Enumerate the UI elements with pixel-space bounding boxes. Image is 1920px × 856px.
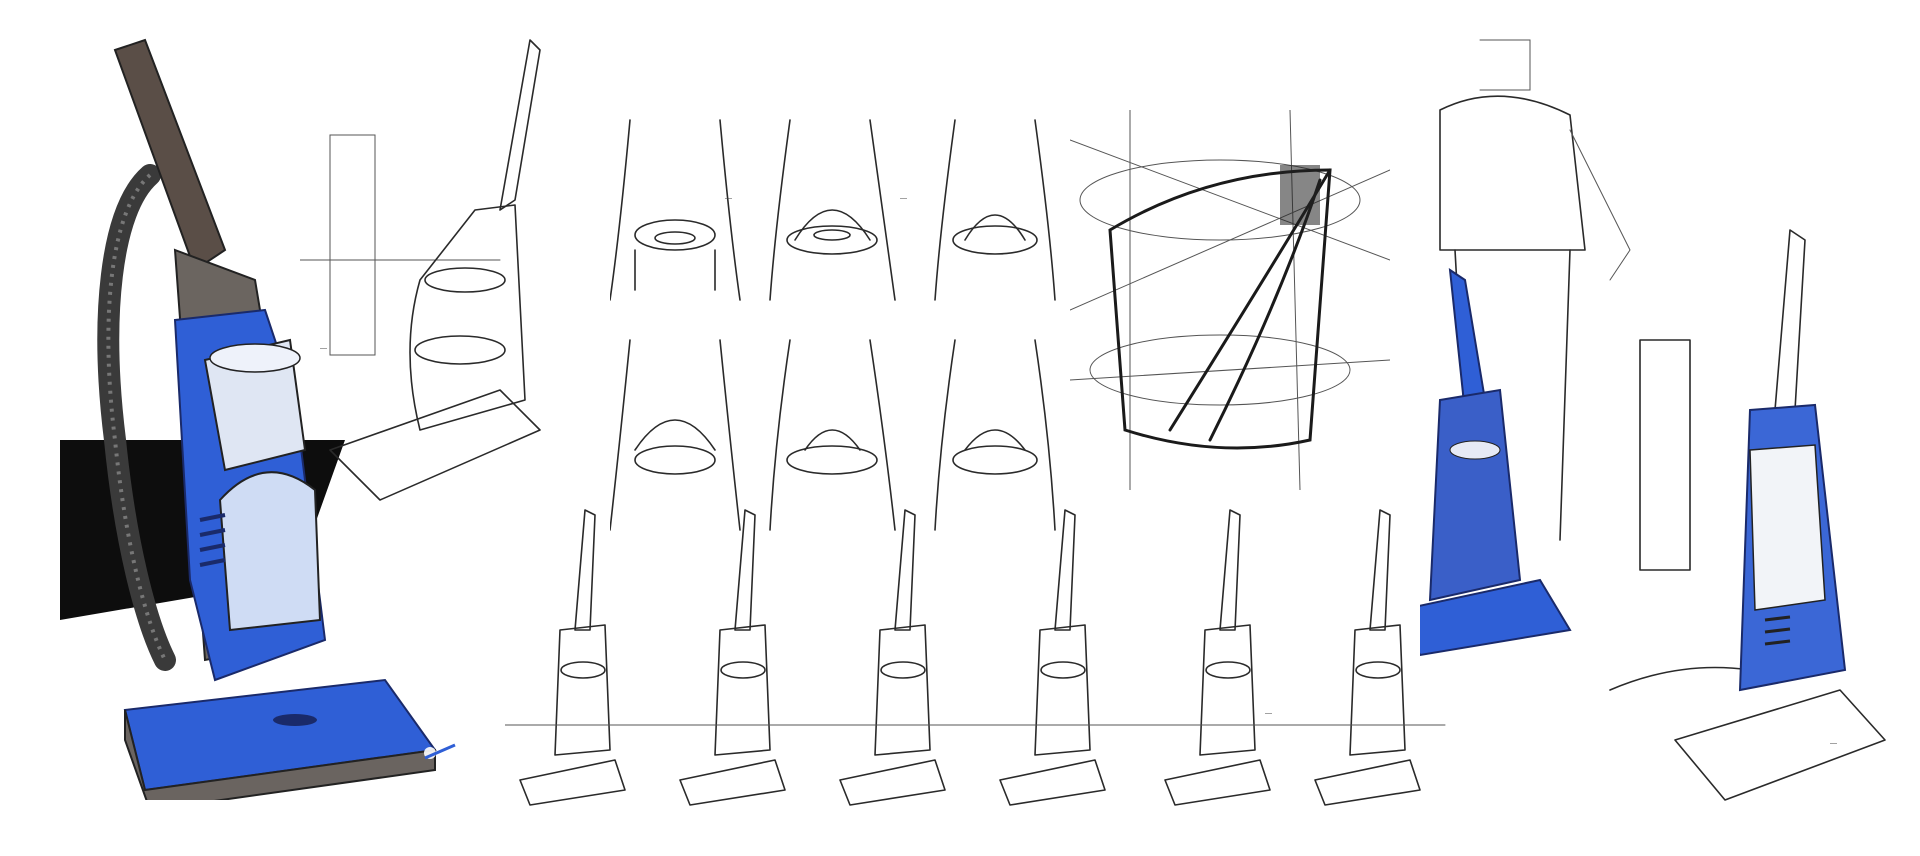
line-handle xyxy=(499,39,541,211)
note-5: — xyxy=(1830,740,1837,747)
mini-body xyxy=(1428,388,1522,602)
user-scale-figure xyxy=(1420,20,1680,660)
detail-sketch-5 xyxy=(769,339,896,531)
figure-head xyxy=(1479,39,1531,91)
blue-vacuum-hero-rendering xyxy=(55,20,495,800)
final-base xyxy=(1674,689,1886,801)
line-base xyxy=(329,389,541,501)
line-study-svg: — xyxy=(300,39,541,501)
final-rendering-svg: — xyxy=(1609,229,1886,801)
wall-sketch xyxy=(329,134,376,356)
user-figure-svg xyxy=(1420,39,1631,657)
note-2: — xyxy=(725,195,732,202)
vent-slots xyxy=(199,513,226,567)
cyclone-window xyxy=(218,471,322,632)
line-body xyxy=(409,204,526,431)
handle xyxy=(113,38,227,272)
detail-grid-svg: — — xyxy=(610,119,1056,531)
detail-sketch-1 xyxy=(610,119,741,301)
lineup-svg: — xyxy=(505,509,1446,806)
mini-canister xyxy=(1449,440,1501,460)
lineup-vacuum-3 xyxy=(839,509,946,806)
hose xyxy=(97,164,176,671)
lineup-vacuum-5 xyxy=(1164,509,1271,806)
figure-arm xyxy=(1569,129,1631,281)
note-3: — xyxy=(900,195,907,202)
mini-base xyxy=(1420,578,1572,657)
form-study-svg xyxy=(1070,110,1390,490)
final-handle xyxy=(1774,229,1806,411)
detail-sketch-3 xyxy=(934,119,1056,301)
lineup-vacuum-6 xyxy=(1314,509,1421,806)
highlight-streak xyxy=(424,743,456,760)
lineup-vacuum-4 xyxy=(999,509,1106,806)
detail-sketch-6 xyxy=(934,339,1056,531)
lineup-vacuum-1 xyxy=(519,509,626,806)
final-canister xyxy=(1749,444,1826,611)
canister-top xyxy=(209,343,301,373)
note-4: — xyxy=(1265,710,1272,717)
floor-tool-sketch xyxy=(1609,666,1751,691)
power-button xyxy=(273,714,317,726)
note-1: — xyxy=(320,345,327,352)
base-bumper xyxy=(124,709,436,800)
detail-sketch-2 xyxy=(769,119,896,301)
final-vents xyxy=(1764,615,1791,646)
lineup-vacuum-2 xyxy=(679,509,786,806)
construction-lines xyxy=(1070,110,1390,490)
vacuum-line-study: — xyxy=(300,30,560,550)
vacuum-final-rendering: — xyxy=(1600,220,1900,820)
figure-torso xyxy=(1439,95,1586,251)
door-frame-sketch xyxy=(1639,339,1691,571)
detail-grid: — — xyxy=(610,110,1060,540)
canister-shading xyxy=(1280,165,1320,225)
detail-sketch-4 xyxy=(610,339,741,531)
line-canister-mid xyxy=(414,335,506,365)
blue-vacuum-hero-svg xyxy=(60,38,456,800)
vacuum-lineup: — xyxy=(505,500,1455,810)
canister-form-study xyxy=(1070,110,1390,490)
line-canister-top xyxy=(424,267,506,293)
